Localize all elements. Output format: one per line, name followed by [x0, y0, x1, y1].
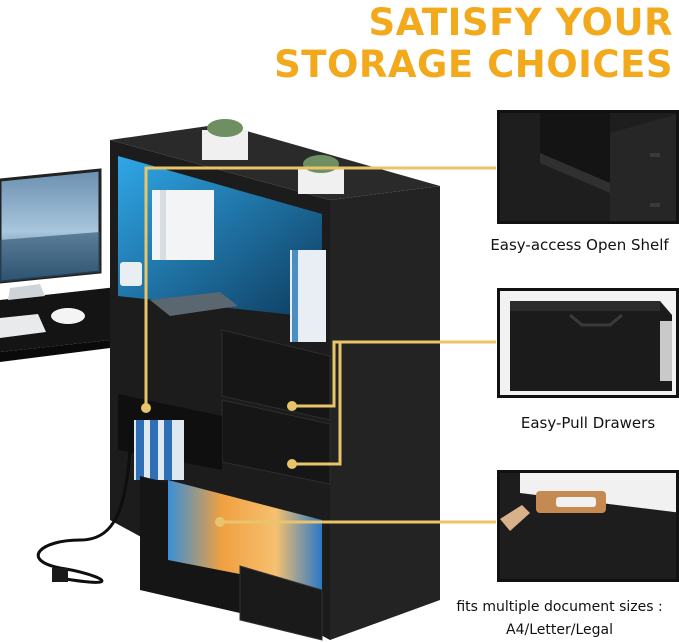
keyboard — [0, 314, 46, 338]
connector-dot-file — [215, 517, 225, 527]
power-cord — [36, 419, 134, 584]
connector-dot-shelf — [141, 403, 151, 413]
callout-open-shelf-image — [497, 110, 679, 224]
callout-file-caption-line-2: A4/Letter/Legal — [506, 622, 613, 638]
headline-line-1: SATISFY YOUR — [368, 1, 673, 44]
callout-file-drawer-caption: fits multiple document sizes : A4/Letter… — [440, 596, 679, 642]
callout-file-drawer-image — [497, 470, 679, 582]
callout-open-shelf-caption: Easy-access Open Shelf — [490, 236, 669, 254]
cabinet-top — [110, 124, 440, 200]
callout-file-caption-line-1: fits multiple document sizes : — [456, 599, 663, 615]
callout-drawers-caption: Easy-Pull Drawers — [520, 414, 656, 432]
monitor — [0, 168, 102, 300]
headline-line-2: STORAGE CHOICES — [274, 43, 673, 86]
cabinet-right-panel — [330, 186, 440, 640]
desk-edge — [0, 340, 110, 362]
connector-lines — [144, 166, 496, 524]
drawer-1 — [221, 329, 331, 421]
mug — [120, 262, 142, 286]
file-folders — [168, 480, 322, 590]
callout-drawers-image — [497, 288, 679, 398]
headline: SATISFY YOUR STORAGE CHOICES — [253, 2, 673, 86]
mouse — [51, 308, 85, 324]
wireless-charger — [150, 292, 238, 316]
connector-dot-drawer-2 — [287, 459, 297, 469]
connector-dot-drawer-1 — [287, 401, 297, 411]
